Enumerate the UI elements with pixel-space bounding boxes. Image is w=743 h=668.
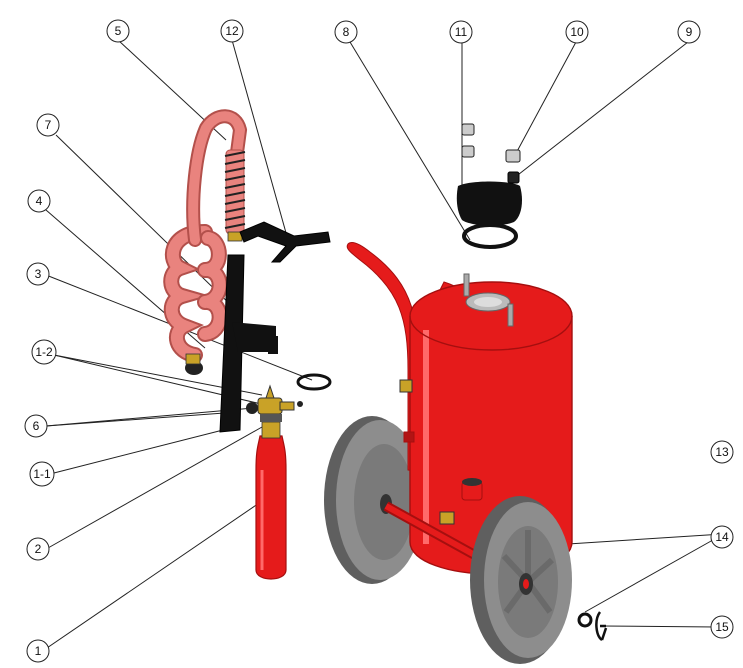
callout-7: 7 bbox=[36, 113, 60, 137]
callout-15: 15 bbox=[710, 615, 734, 639]
callout-2: 2 bbox=[26, 537, 50, 561]
callout-label: 14 bbox=[715, 530, 729, 544]
callout-label: 1 bbox=[35, 644, 42, 658]
cartridge-valve bbox=[246, 384, 303, 422]
callout-label: 10 bbox=[570, 25, 584, 39]
cap-plate-11 bbox=[456, 181, 522, 226]
washer-14 bbox=[577, 612, 593, 628]
callout-8: 8 bbox=[334, 20, 358, 44]
callout-label: 7 bbox=[45, 118, 52, 132]
callout-14-label: 14 bbox=[710, 525, 734, 549]
hose-assembly bbox=[163, 109, 248, 375]
callout-label: 1-2 bbox=[35, 345, 53, 359]
callout-label: 2 bbox=[35, 542, 42, 556]
nut-10 bbox=[461, 123, 521, 163]
callout-9: 9 bbox=[677, 20, 701, 44]
callout-1-2: 1-2 bbox=[31, 339, 57, 365]
callout-label: 13 bbox=[715, 445, 729, 459]
nut-9 bbox=[507, 171, 520, 184]
callout-label: 15 bbox=[715, 620, 729, 634]
gasket-8 bbox=[462, 223, 518, 249]
callout-12: 12 bbox=[220, 19, 244, 43]
callout-label: 1-1 bbox=[33, 467, 51, 481]
front-wheel bbox=[470, 496, 572, 664]
pin-15 bbox=[595, 611, 608, 642]
callout-6: 6 bbox=[24, 414, 48, 438]
callout-10: 10 bbox=[565, 20, 589, 44]
discharge-horn bbox=[219, 254, 278, 433]
callout-label: 9 bbox=[686, 25, 693, 39]
callout-label: 8 bbox=[343, 25, 350, 39]
callout-label: 4 bbox=[36, 194, 43, 208]
callout-label: 12 bbox=[225, 24, 239, 38]
rear-wheel bbox=[324, 416, 424, 584]
callout-13-top: 13 bbox=[710, 440, 734, 464]
callout-1-1: 1-1 bbox=[29, 461, 55, 487]
callout-5: 5 bbox=[106, 19, 130, 43]
callout-4: 4 bbox=[27, 189, 51, 213]
callout-label: 5 bbox=[115, 24, 122, 38]
hose-bracket bbox=[239, 221, 331, 263]
callout-label: 11 bbox=[455, 25, 468, 39]
co2-cartridge bbox=[255, 421, 287, 580]
callout-label: 6 bbox=[33, 419, 40, 433]
callout-1: 1 bbox=[26, 639, 50, 663]
callout-11: 11 bbox=[449, 20, 473, 44]
callout-3: 3 bbox=[26, 262, 50, 286]
callout-label: 3 bbox=[35, 267, 42, 281]
o-ring-3 bbox=[296, 373, 332, 391]
spring-guard bbox=[224, 149, 246, 242]
